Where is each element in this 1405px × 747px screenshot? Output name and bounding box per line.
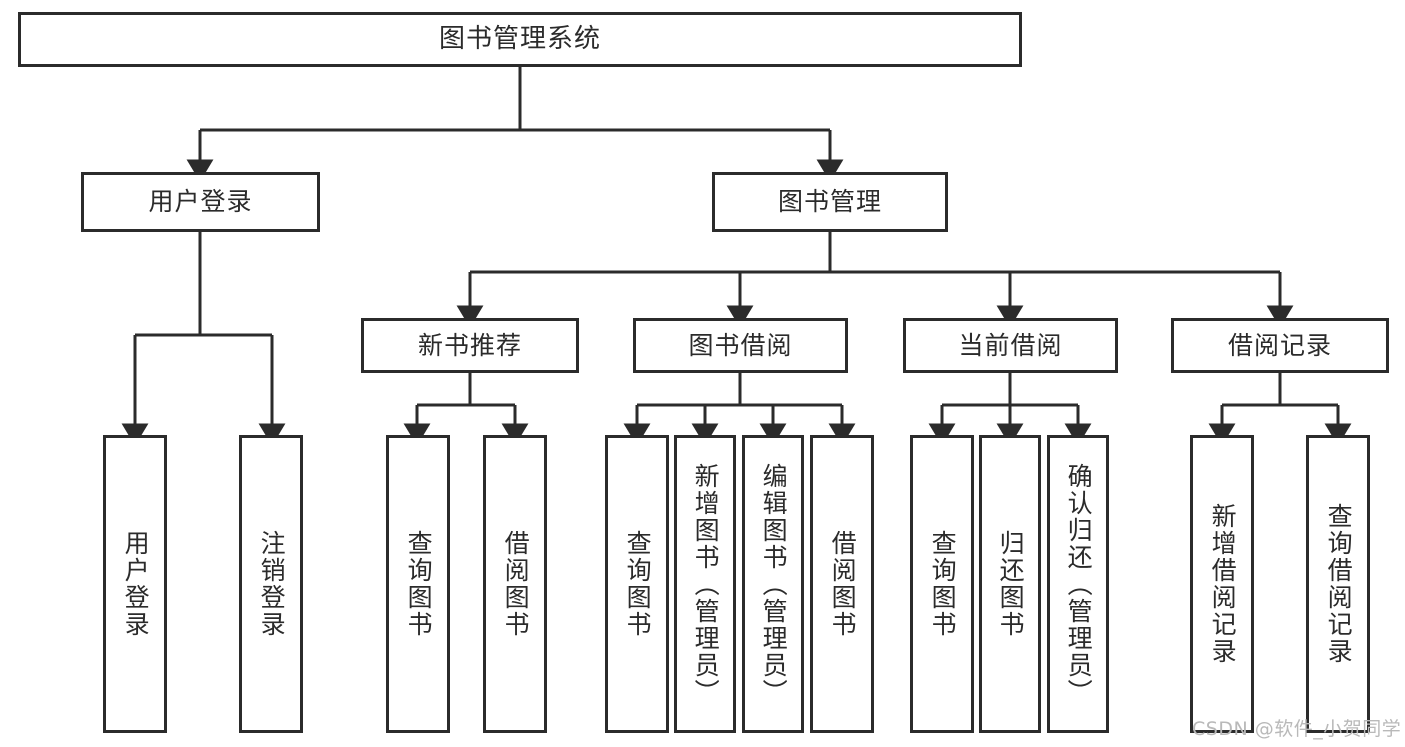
leaf-logout-login[interactable]: 注销登录 bbox=[239, 435, 303, 733]
node-book-borrow[interactable]: 图书借阅 bbox=[633, 318, 848, 373]
leaf-edit-book-admin[interactable]: 编辑图书（管理员） bbox=[742, 435, 804, 733]
leaf-add-book-admin[interactable]: 新增图书（管理员） bbox=[674, 435, 736, 733]
leaf-add-borrow-record[interactable]: 新增借阅记录 bbox=[1190, 435, 1254, 733]
node-new-book-recommend[interactable]: 新书推荐 bbox=[361, 318, 579, 373]
leaf-return-book[interactable]: 归还图书 bbox=[979, 435, 1041, 733]
leaf-user-login[interactable]: 用户登录 bbox=[103, 435, 167, 733]
leaf-query-book-current[interactable]: 查询图书 bbox=[910, 435, 974, 733]
node-current-borrow[interactable]: 当前借阅 bbox=[903, 318, 1118, 373]
leaf-query-book-recommend[interactable]: 查询图书 bbox=[386, 435, 450, 733]
leaf-query-borrow-record[interactable]: 查询借阅记录 bbox=[1306, 435, 1370, 733]
leaf-confirm-return-admin[interactable]: 确认归还（管理员） bbox=[1047, 435, 1109, 733]
node-borrow-record[interactable]: 借阅记录 bbox=[1171, 318, 1389, 373]
leaf-borrow-book-recommend[interactable]: 借阅图书 bbox=[483, 435, 547, 733]
node-user-login[interactable]: 用户登录 bbox=[81, 172, 320, 232]
leaf-borrow-book-borrow[interactable]: 借阅图书 bbox=[810, 435, 874, 733]
leaf-query-book-borrow[interactable]: 查询图书 bbox=[605, 435, 669, 733]
node-book-management[interactable]: 图书管理 bbox=[712, 172, 948, 232]
node-root-book-management-system[interactable]: 图书管理系统 bbox=[18, 12, 1022, 67]
